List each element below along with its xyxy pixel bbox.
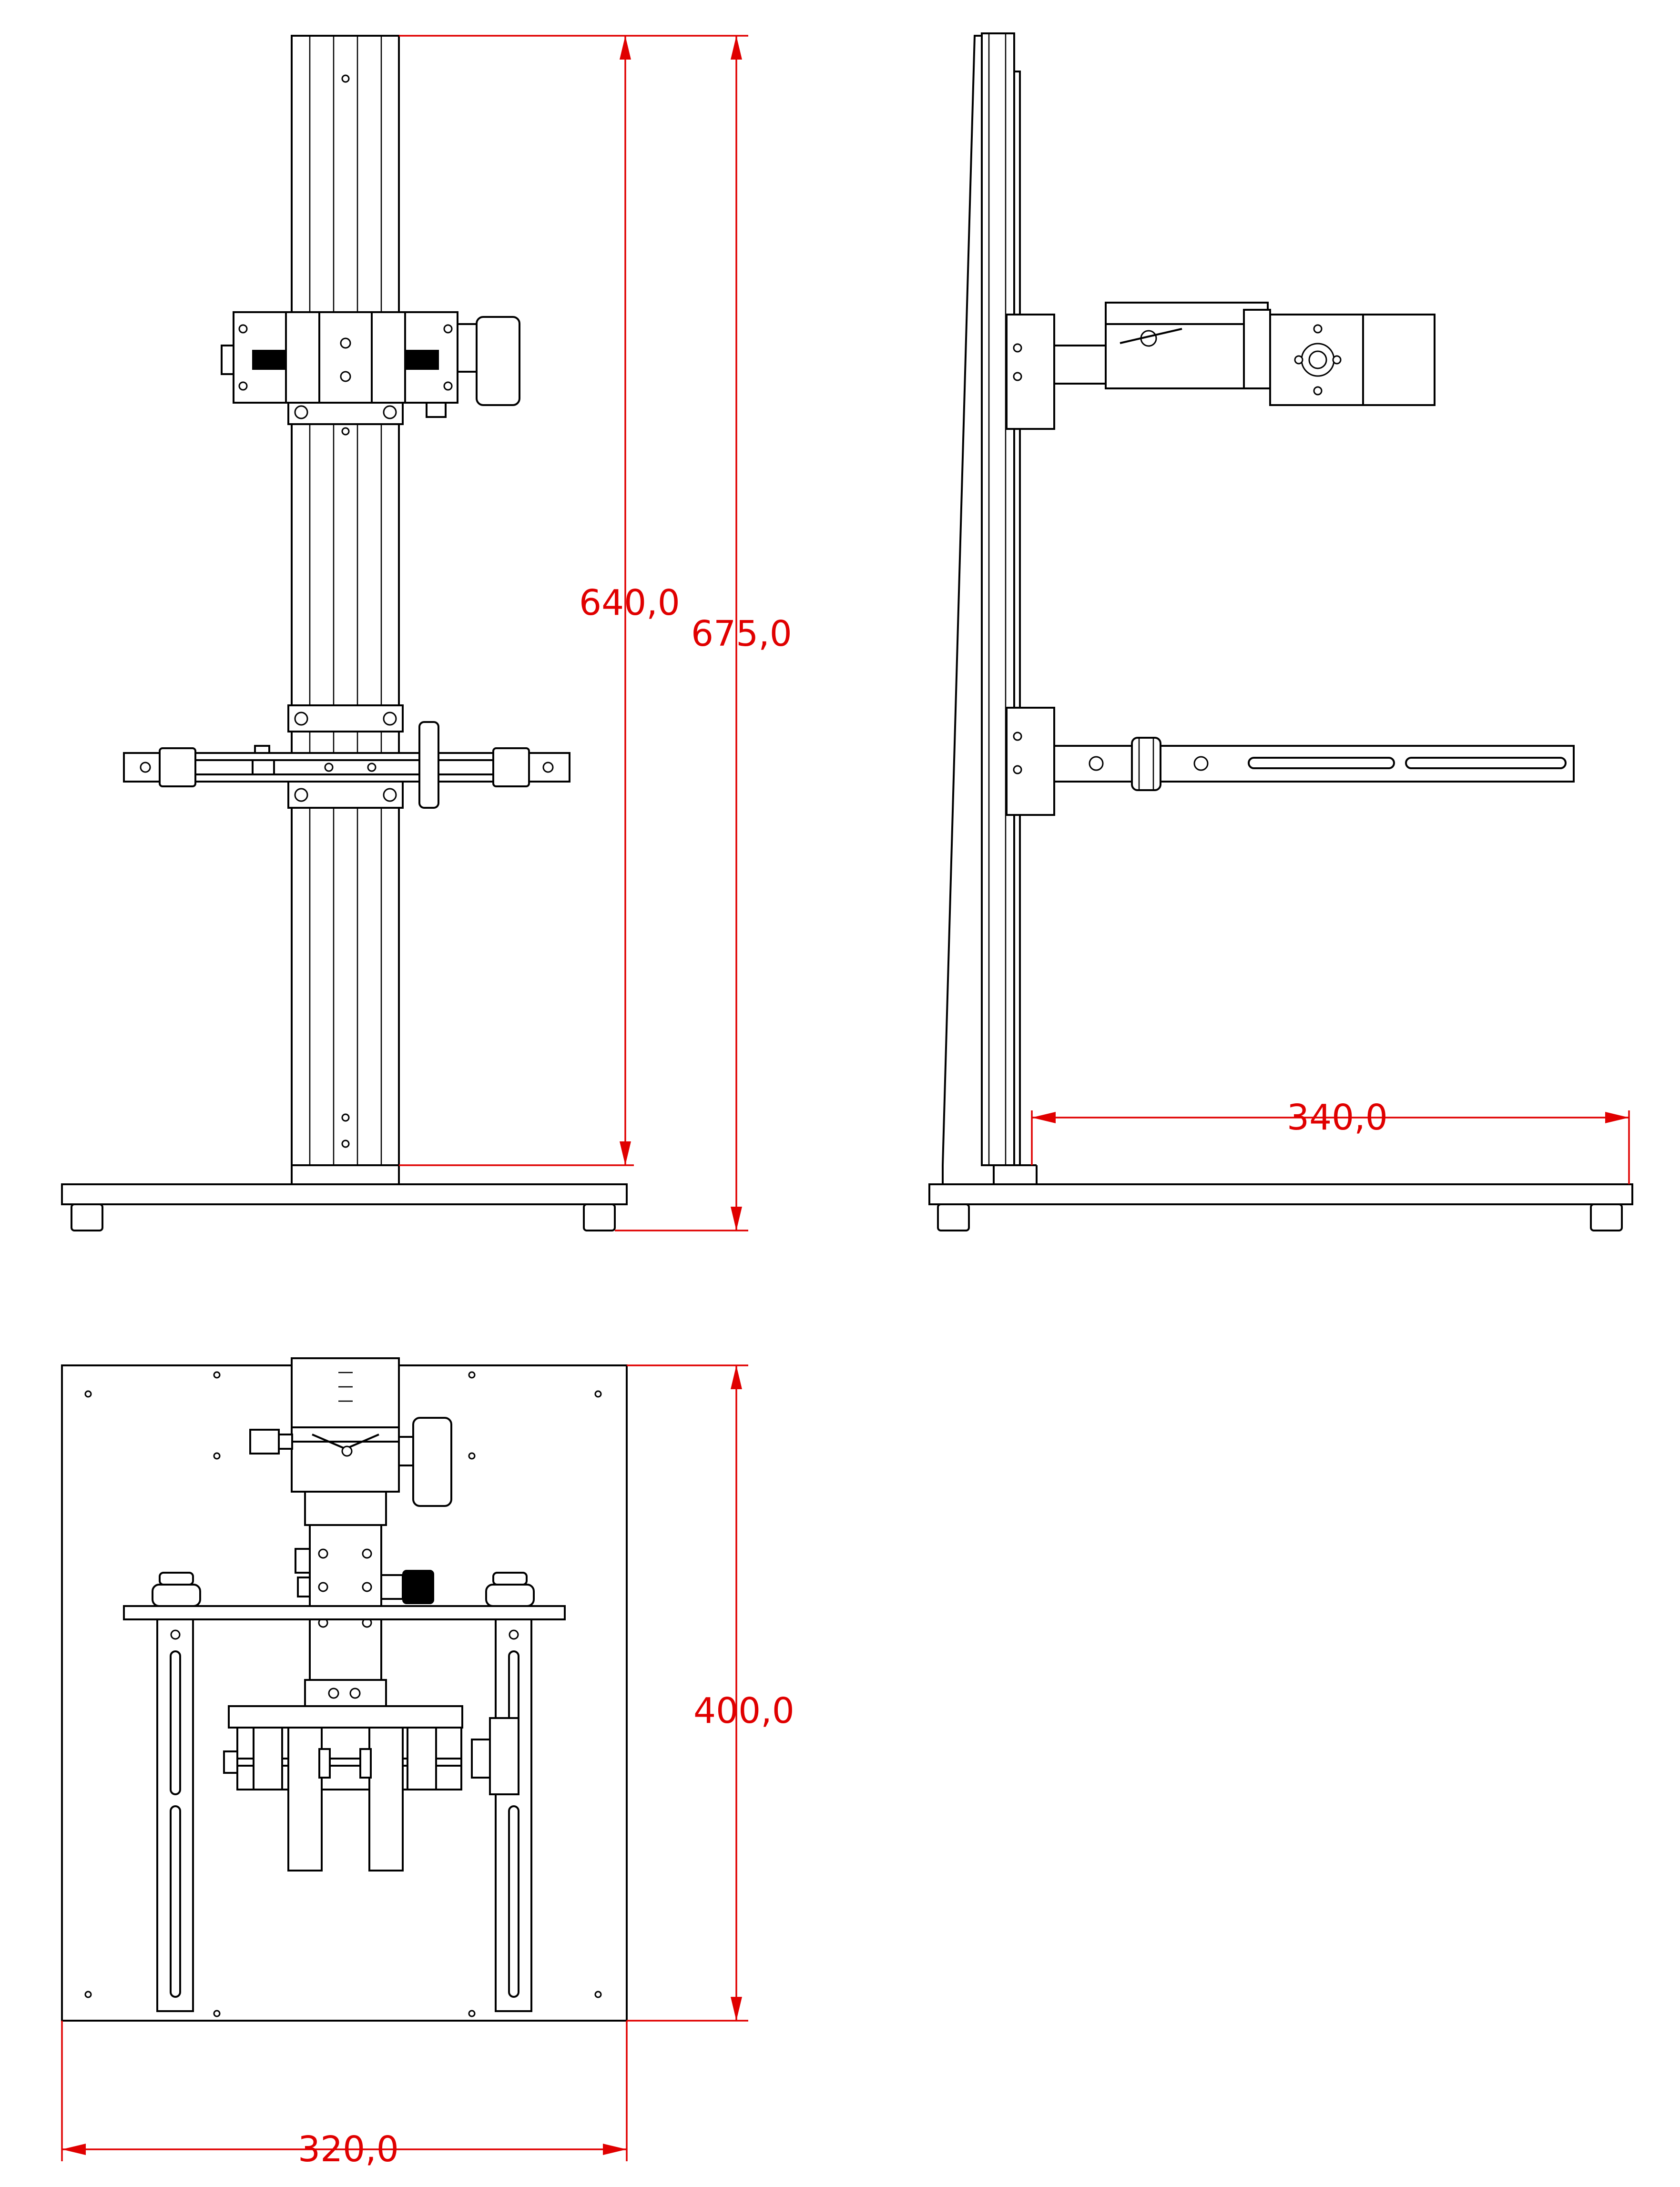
dimension-total-height: 675,0 [691,613,792,654]
dimension-base-depth: 340,0 [1287,1097,1388,1138]
top-view-dimensions [61,1364,748,2161]
top-view [61,1357,628,2022]
dimension-rail-height: 640,0 [579,582,680,623]
side-view-dimensions [1031,1110,1630,1184]
front-view-dimensions [399,35,748,1231]
front-view [61,35,628,1231]
side-view [928,32,1633,1231]
dimension-base-width: 320,0 [298,2129,399,2170]
dimension-base-depth-top: 400,0 [693,1690,794,1731]
